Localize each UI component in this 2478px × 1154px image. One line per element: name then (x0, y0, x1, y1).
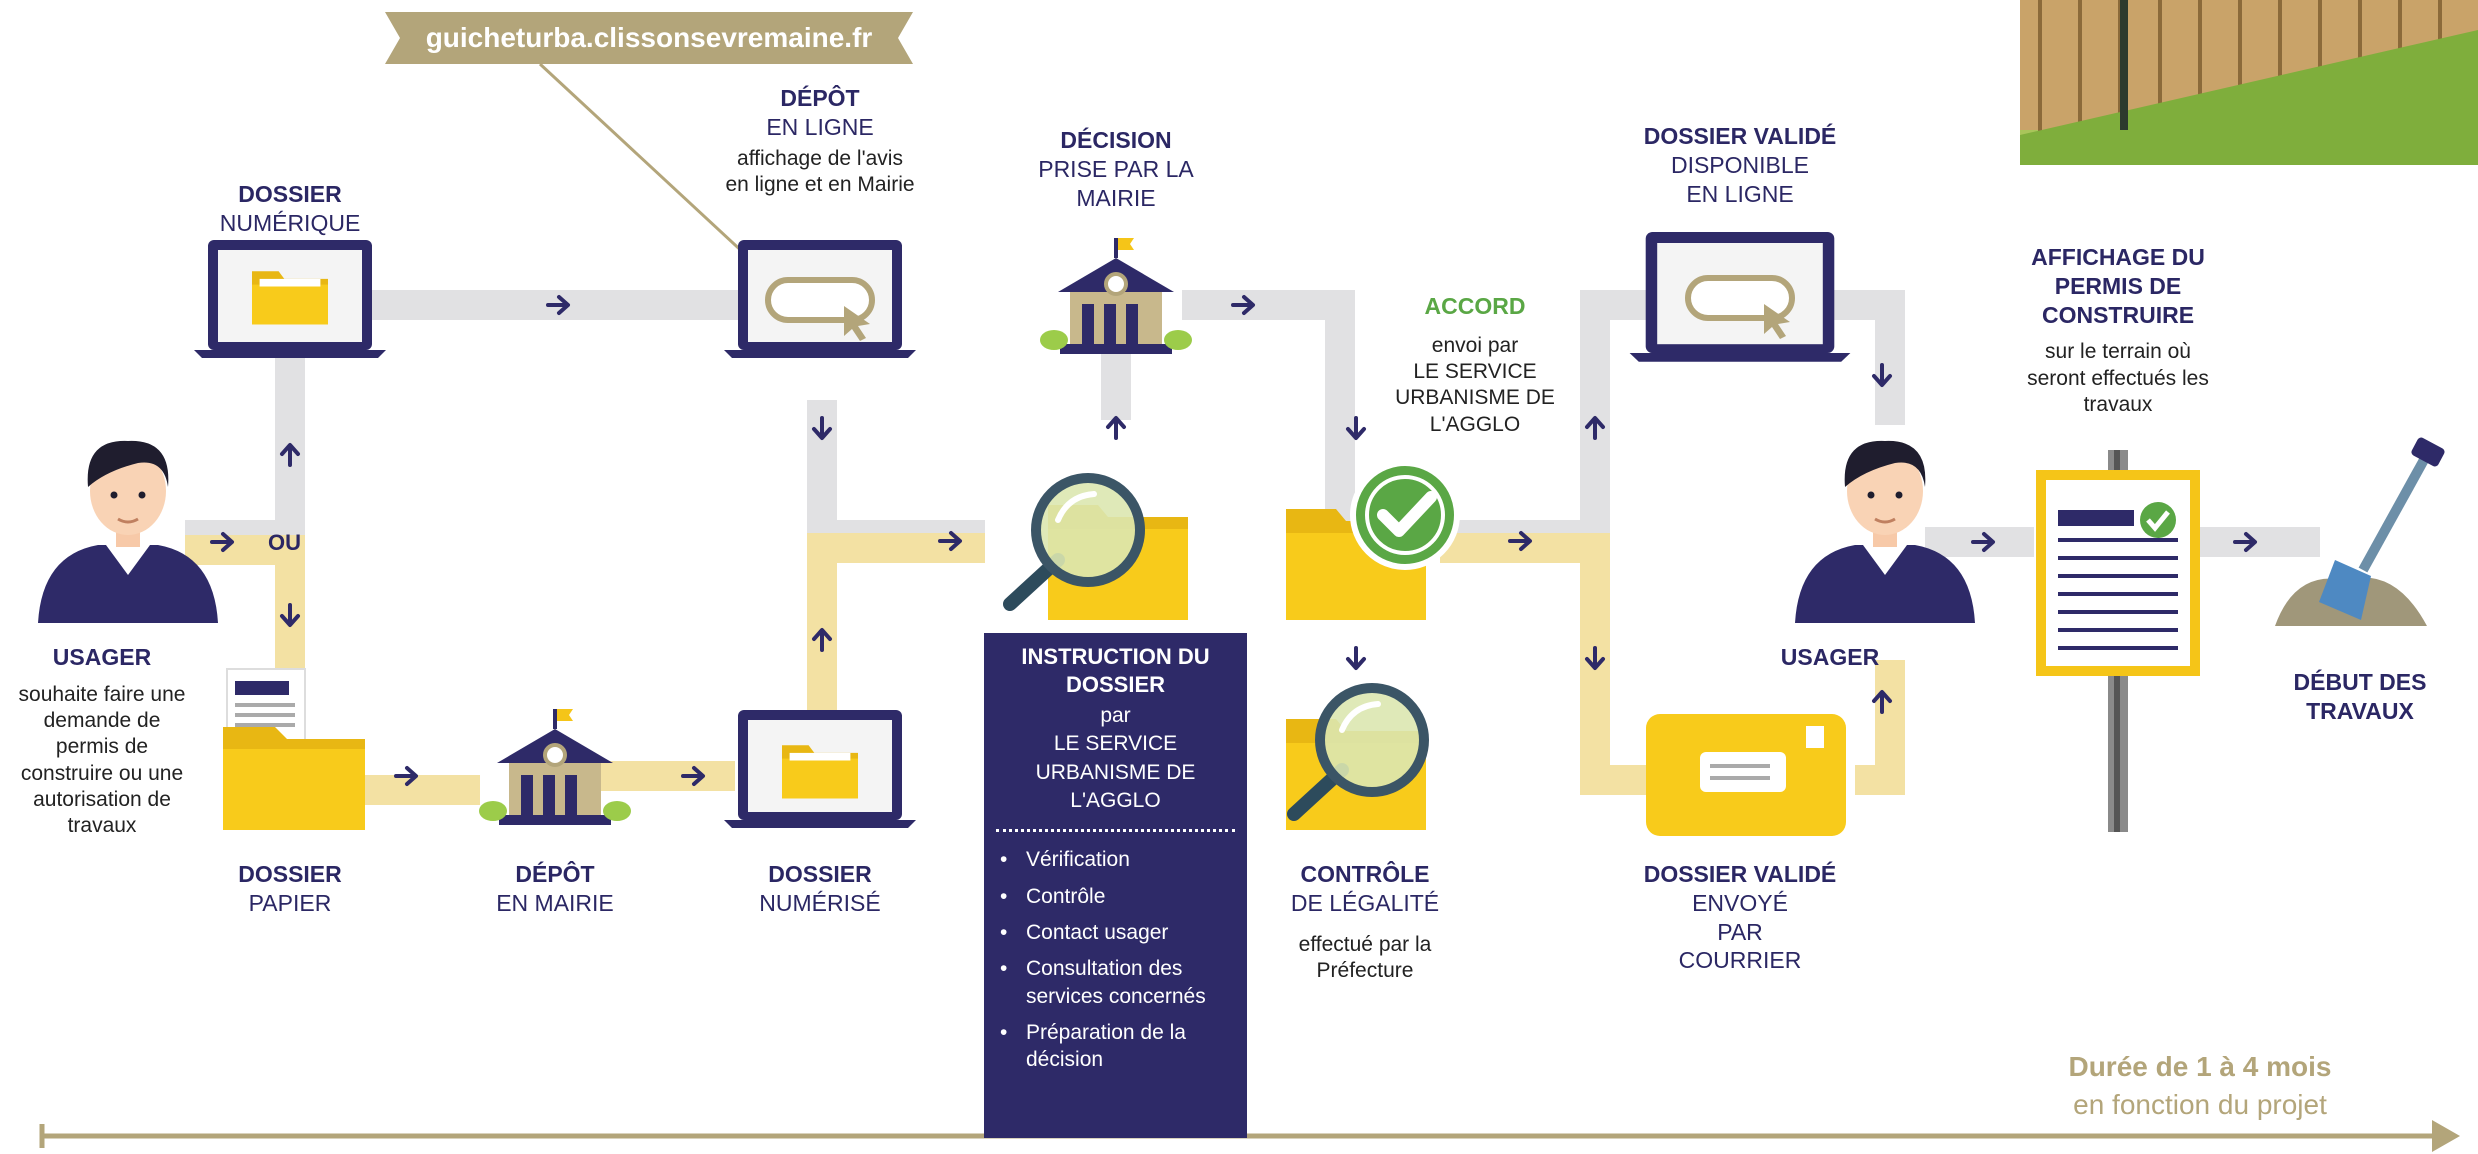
valide-courrier-sub: ENVOYÉ PAR COURRIER (1678, 889, 1802, 974)
controle-title: CONTRÔLE (1300, 861, 1430, 887)
depot-mairie-sub: EN MAIRIE (496, 889, 614, 916)
affichage-desc: sur le terrain où seront effectués les t… (2027, 340, 2209, 416)
dossier-papier-title: DOSSIER (238, 861, 342, 887)
grey-paths (185, 290, 2320, 557)
depot-mairie-label: DÉPÔT EN MAIRIE (455, 860, 655, 918)
dossier-numerise-label: DOSSIER NUMÉRISÉ (720, 860, 920, 918)
instruction-item: Contact usager (1000, 919, 1237, 947)
decision-sub: PRISE PAR LA MAIRIE (1038, 155, 1194, 211)
usager-left-desc: souhaite faire une demande de permis de … (18, 682, 186, 837)
dossier-numerique-sub: NUMÉRIQUE (219, 209, 361, 236)
permit-sign-icon (2036, 450, 2200, 832)
accord-title: ACCORD (1424, 293, 1526, 319)
instruction-service: LE SERVICE URBANISME DE L'AGGLO (1035, 732, 1196, 813)
dossier-numerique-icon (194, 240, 386, 358)
ou-label: OU (268, 530, 301, 555)
debut-label: DÉBUT DES TRAVAUX (2270, 668, 2450, 726)
fence-photo (2020, 0, 2478, 165)
depot-ligne-desc: affichage de l'avis en ligne et en Mairi… (725, 146, 915, 196)
depot-ligne-icon (724, 240, 916, 358)
usager-left-title: USAGER (52, 644, 152, 670)
dossier-papier-label: DOSSIER PAPIER (190, 860, 390, 918)
envelope-icon (1646, 714, 1846, 836)
decision-mairie-icon (1038, 236, 1194, 356)
instruction-box: INSTRUCTION DU DOSSIER par LE SERVICE UR… (984, 633, 1247, 1138)
duration-label: Durée de 1 à 4 mois en fonction du proje… (2040, 1048, 2360, 1124)
instruction-title: INSTRUCTION DU DOSSIER (1021, 644, 1210, 697)
duration-light: en fonction du projet (2073, 1088, 2327, 1120)
valide-ligne-label: DOSSIER VALIDÉ DISPONIBLE EN LIGNE (1620, 122, 1860, 208)
usager-left-label: USAGER souhaite faire une demande de per… (12, 643, 192, 839)
instruction-par: par (1100, 704, 1131, 727)
decision-title: DÉCISION (1060, 127, 1172, 153)
instruction-item: Contrôle (1000, 883, 1237, 911)
valide-ligne-sub: DISPONIBLE EN LIGNE (1670, 151, 1810, 207)
dossier-numerise-title: DOSSIER (768, 861, 872, 887)
depot-ligne-sub: EN LIGNE (766, 113, 874, 140)
valide-ligne-title: DOSSIER VALIDÉ (1643, 123, 1837, 149)
valide-courrier-title: DOSSIER VALIDÉ (1643, 861, 1837, 887)
instruction-item: Vérification (1000, 846, 1237, 874)
debut-title: DÉBUT DES TRAVAUX (2293, 669, 2427, 724)
accord-desc-1: envoi par (1431, 333, 1519, 357)
controle-sub: DE LÉGALITÉ (1290, 889, 1440, 916)
check-icon (1350, 460, 1460, 570)
dossier-papier-icon (223, 668, 365, 830)
controle-label: CONTRÔLE DE LÉGALITÉ effectué par la Pré… (1265, 860, 1465, 984)
dossier-numerique-label: DOSSIER NUMÉRIQUE (190, 180, 390, 238)
usager-right-label: USAGER (1740, 643, 1920, 672)
timeline-arrow (39, 1120, 2460, 1152)
duration-bold: Durée de 1 à 4 mois (2068, 1051, 2332, 1082)
depot-ligne-title: DÉPÔT (780, 85, 860, 111)
dossier-numerique-title: DOSSIER (238, 181, 342, 207)
valide-ligne-icon (1629, 232, 1851, 362)
depot-ligne-label: DÉPÔT EN LIGNE affichage de l'avis en li… (725, 84, 915, 198)
depot-mairie-title: DÉPÔT (515, 861, 595, 887)
url-label[interactable]: guicheturba.clissonsevremaine.fr (425, 22, 873, 53)
dossier-papier-sub: PAPIER (248, 889, 332, 916)
accord-label: ACCORD envoi par LE SERVICE URBANISME DE… (1380, 292, 1570, 438)
shovel-icon (2275, 437, 2445, 626)
dossier-numerise-icon (724, 710, 916, 828)
affichage-label: AFFICHAGE DU PERMIS DE CONSTRUIRE sur le… (2018, 243, 2218, 418)
instruction-divider (996, 829, 1235, 833)
valide-courrier-label: DOSSIER VALIDÉ ENVOYÉ PAR COURRIER (1620, 860, 1860, 975)
instruction-item: Consultation des services concernés (1000, 955, 1237, 1010)
usager-right-title: USAGER (1780, 644, 1880, 670)
instruction-item: Préparation de la décision (1000, 1019, 1237, 1074)
decision-label: DÉCISION PRISE PAR LA MAIRIE (1026, 126, 1206, 212)
controle-desc: effectué par la Préfecture (1298, 932, 1432, 982)
accord-desc-2: LE SERVICE URBANISME DE L'AGGLO (1395, 360, 1555, 436)
affichage-title: AFFICHAGE DU PERMIS DE CONSTRUIRE (2031, 244, 2205, 328)
instruction-list: Vérification Contrôle Contact usager Con… (984, 846, 1247, 1073)
dossier-numerise-sub: NUMÉRISÉ (759, 889, 881, 916)
